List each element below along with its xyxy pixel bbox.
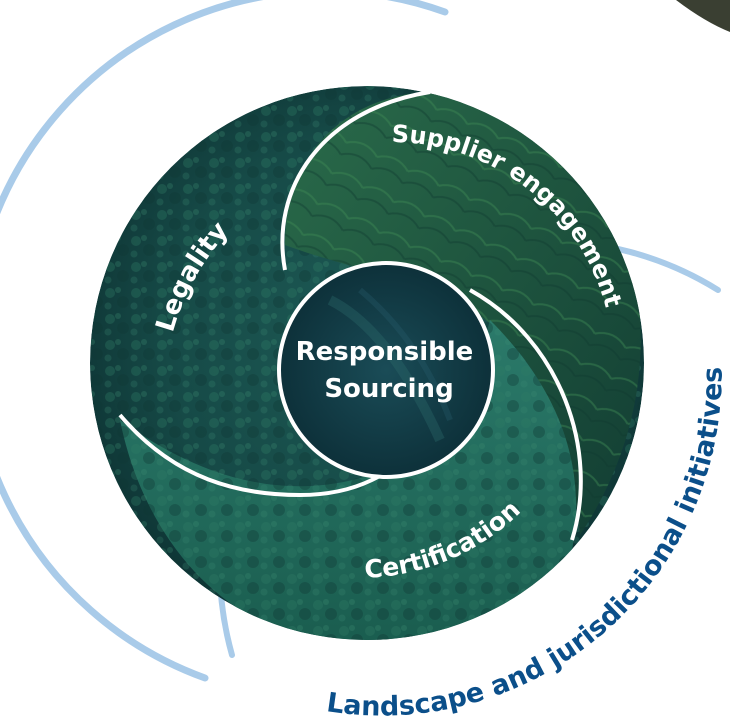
divider-certification [469,288,583,541]
forest-circle [90,86,644,640]
corner-photo [676,0,730,32]
divider-supplier [280,90,431,271]
center-title-line2: Sourcing [324,374,453,404]
outer-ring-arc-1 [0,0,449,682]
center-circle [277,261,495,479]
svg-text:Responsible Sourcing: Responsible Sourcing [296,337,483,404]
center-title-line1: Responsible [296,337,474,367]
